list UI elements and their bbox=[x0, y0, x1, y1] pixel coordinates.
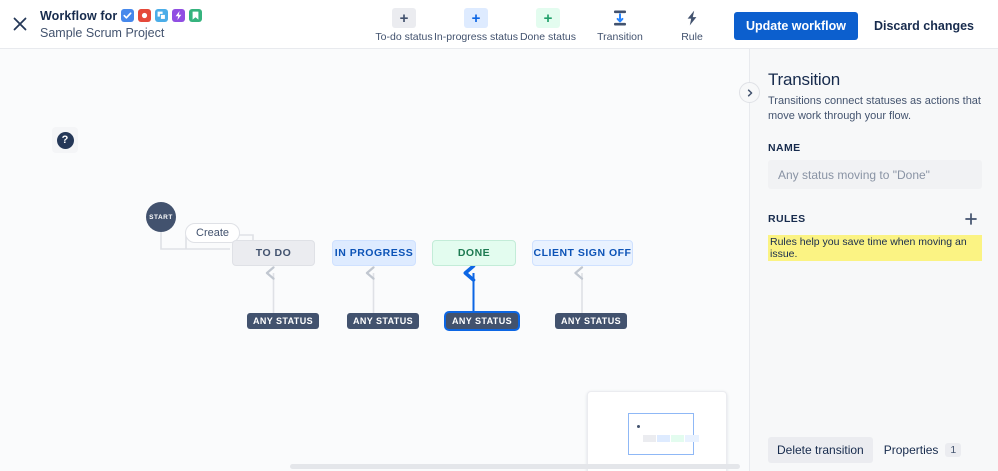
start-node[interactable]: START bbox=[146, 202, 176, 232]
tool-label: To-do status bbox=[375, 31, 433, 43]
add-todo-status-button[interactable]: + To-do status bbox=[368, 4, 440, 43]
discard-changes-button[interactable]: Discard changes bbox=[864, 12, 984, 40]
tool-label: Transition bbox=[597, 31, 643, 43]
panel-footer: Delete transition Properties 1 bbox=[750, 429, 998, 471]
top-bar: Workflow for Sample Scrum Project bbox=[0, 0, 998, 49]
scrollbar-thumb[interactable] bbox=[290, 464, 740, 469]
minimap-viewport[interactable] bbox=[628, 413, 699, 455]
story-type-icon bbox=[155, 9, 169, 22]
status-node-client-sign-off[interactable]: CLIENT SIGN OFF bbox=[532, 240, 633, 266]
tool-label: Done status bbox=[519, 31, 577, 43]
plus-icon: + bbox=[464, 8, 488, 28]
panel-description: Transitions connect statuses as actions … bbox=[768, 95, 981, 123]
delete-transition-button[interactable]: Delete transition bbox=[768, 437, 873, 463]
task-type-icon bbox=[121, 9, 135, 22]
minimap-bar bbox=[671, 435, 684, 442]
any-status-pill[interactable]: ANY STATUS bbox=[247, 313, 320, 329]
add-rule-button[interactable]: Rule bbox=[656, 4, 728, 43]
chevron-right-icon bbox=[747, 88, 752, 97]
panel-content: Transition Transitions connect statuses … bbox=[750, 49, 998, 262]
transition-details-panel: Transition Transitions connect statuses … bbox=[739, 49, 998, 471]
canvas-horizontal-scrollbar[interactable] bbox=[0, 462, 749, 471]
tool-label: Rule bbox=[681, 31, 703, 43]
any-status-pill-selected[interactable]: ANY STATUS bbox=[446, 313, 519, 329]
workflow-title-block: Workflow for Sample Scrum Project bbox=[40, 8, 203, 40]
subtask-type-icon bbox=[189, 9, 203, 22]
help-button[interactable]: ? bbox=[52, 127, 78, 153]
rule-bolt-icon bbox=[680, 8, 704, 28]
tool-label: In-progress status bbox=[433, 31, 519, 43]
epic-type-icon bbox=[172, 9, 186, 22]
minimap-start-dot bbox=[637, 425, 640, 428]
plus-icon: + bbox=[392, 8, 416, 28]
properties-count-badge: 1 bbox=[945, 443, 962, 457]
bug-type-icon bbox=[138, 9, 152, 22]
plus-icon bbox=[965, 213, 977, 226]
update-workflow-button[interactable]: Update workflow bbox=[733, 12, 858, 40]
minimap-node-bars bbox=[643, 435, 699, 442]
panel-title: Transition bbox=[768, 70, 841, 89]
any-status-pill[interactable]: ANY STATUS bbox=[347, 313, 420, 329]
top-bar-actions: Update workflow Discard changes bbox=[733, 12, 984, 40]
minimap-bar bbox=[685, 435, 699, 442]
add-inprogress-status-button[interactable]: + In-progress status bbox=[434, 4, 518, 43]
minimap[interactable] bbox=[587, 391, 727, 471]
create-transition-pill[interactable]: Create bbox=[185, 223, 241, 243]
status-node-in-progress[interactable]: IN PROGRESS bbox=[332, 240, 416, 266]
add-done-status-button[interactable]: + Done status bbox=[512, 4, 584, 43]
transition-name-input[interactable] bbox=[768, 160, 982, 190]
name-label: NAME bbox=[768, 142, 801, 155]
workflow-toolbar: + To-do status + In-progress status + Do… bbox=[368, 4, 728, 43]
help-icon: ? bbox=[56, 131, 74, 149]
any-status-pill[interactable]: ANY STATUS bbox=[555, 313, 628, 329]
rules-label: RULES bbox=[768, 213, 806, 226]
title-row: Workflow for bbox=[40, 8, 203, 23]
minimap-bar bbox=[643, 435, 656, 442]
plus-icon: + bbox=[536, 8, 560, 28]
status-node-done[interactable]: DONE bbox=[432, 240, 516, 266]
page-title: Workflow for bbox=[40, 8, 118, 23]
add-rule-button[interactable] bbox=[960, 208, 982, 230]
close-icon bbox=[13, 17, 27, 31]
minimap-bar bbox=[657, 435, 670, 442]
properties-button[interactable]: Properties 1 bbox=[877, 437, 969, 463]
rules-header: RULES bbox=[768, 208, 982, 230]
project-subtitle: Sample Scrum Project bbox=[40, 25, 165, 40]
workflow-canvas[interactable]: ? bbox=[0, 49, 749, 471]
properties-label: Properties bbox=[883, 443, 939, 457]
collapse-panel-button[interactable] bbox=[739, 82, 760, 103]
add-transition-button[interactable]: Transition bbox=[584, 4, 656, 43]
close-editor-button[interactable] bbox=[0, 0, 40, 49]
transition-icon bbox=[608, 8, 632, 28]
status-node-to-do[interactable]: TO DO bbox=[232, 240, 315, 266]
rules-hint-text: Rules help you save time when moving an … bbox=[768, 235, 982, 262]
